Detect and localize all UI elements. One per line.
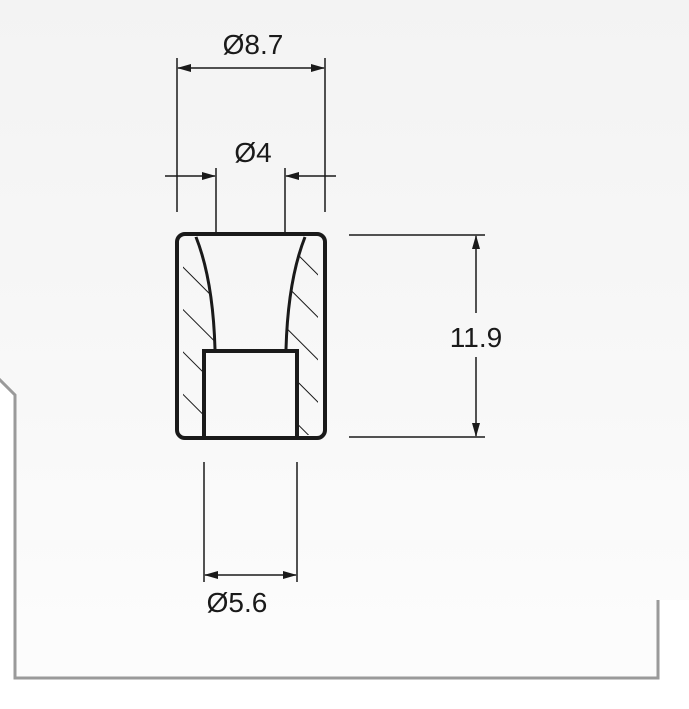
dimension-bore-diameter: Ø4 (165, 137, 336, 236)
bore-profile-right (284, 236, 307, 350)
hatched-wall-left (183, 237, 215, 435)
part-section-view (175, 232, 327, 440)
height-label: 11.9 (450, 322, 502, 353)
dimension-counterbore-diameter: Ø5.6 (203, 462, 298, 618)
part-outline (175, 232, 327, 440)
counterbore-diameter-label: Ø5.6 (207, 587, 268, 618)
bore-profile-left (194, 236, 217, 350)
dimension-height: 11.9 (349, 234, 502, 438)
bore-diameter-label: Ø4 (234, 137, 271, 168)
sheet-frame (0, 377, 689, 709)
outer-diameter-label: Ø8.7 (223, 29, 284, 60)
hatched-wall-right (286, 237, 318, 435)
dimension-outer-diameter: Ø8.7 (176, 29, 326, 212)
counterbore-outline (202, 349, 299, 436)
